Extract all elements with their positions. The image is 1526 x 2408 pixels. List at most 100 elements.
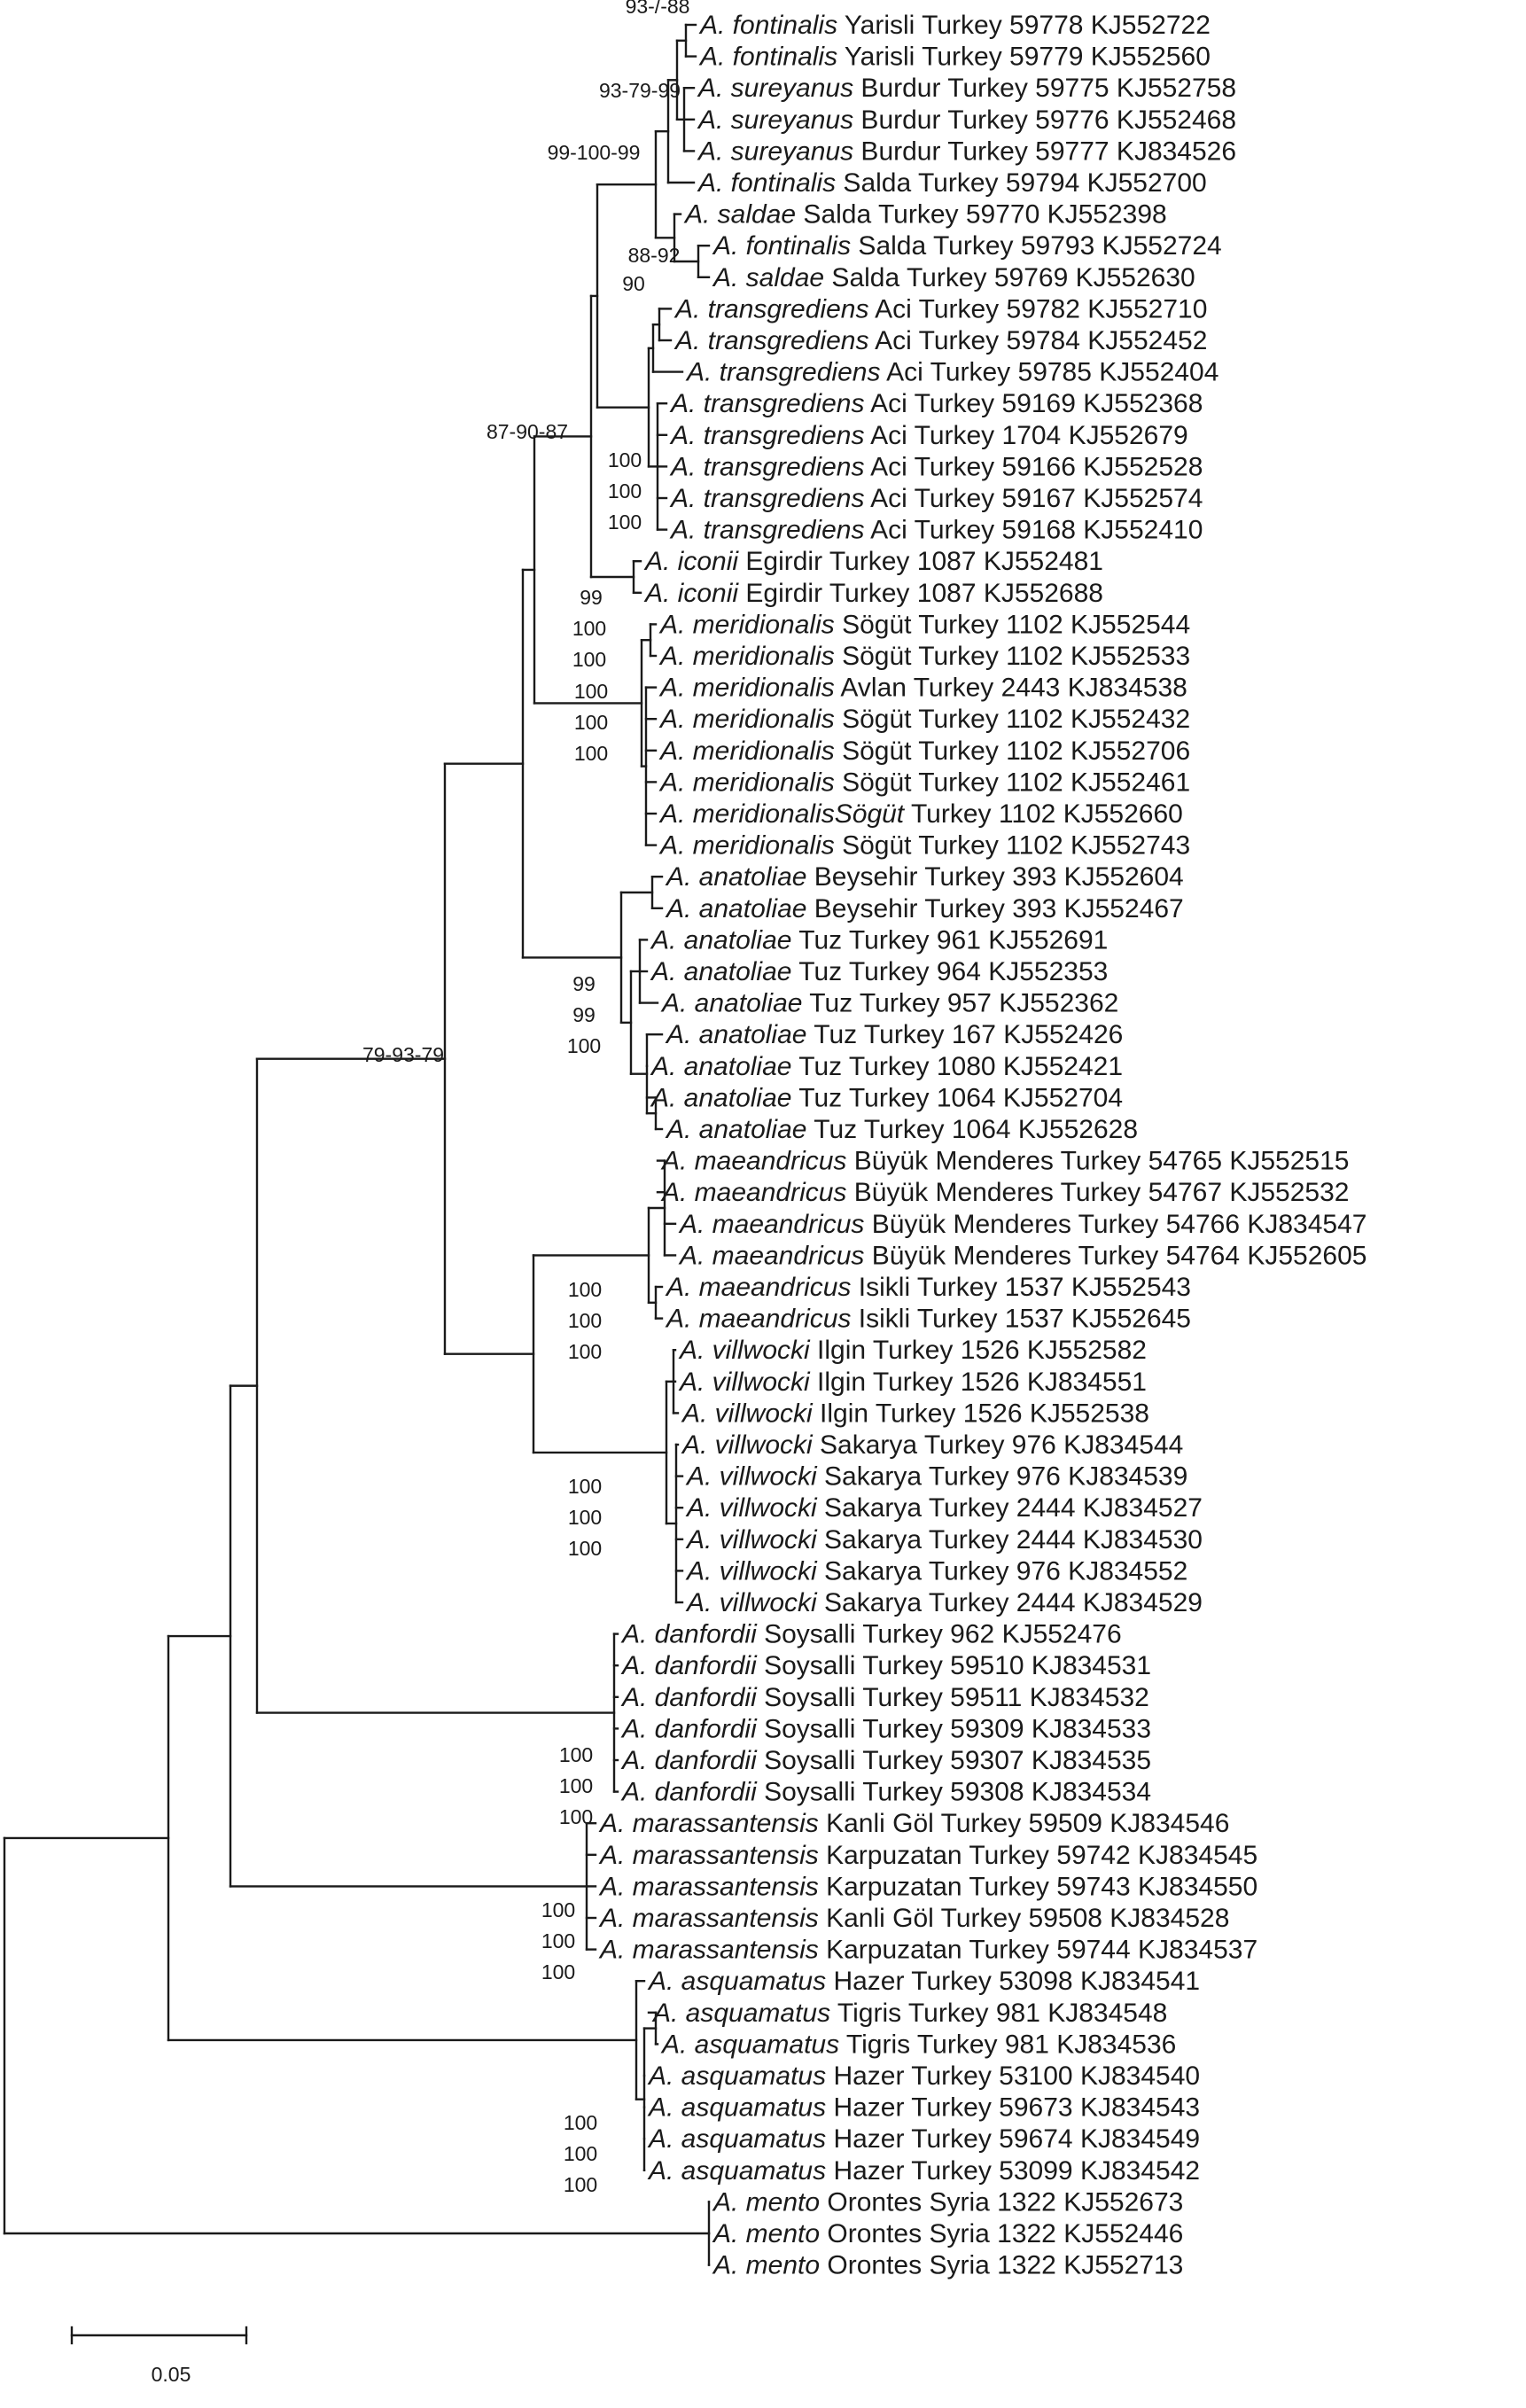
support-value: 79-93-79 bbox=[362, 1043, 444, 1066]
taxon-species: A. meridionalis bbox=[658, 674, 835, 703]
taxon-label: A. meridionalis Sögüt Turkey 1102 KJ5527… bbox=[658, 736, 1190, 766]
taxon-locality: Orontes Syria 1322 KJ552713 bbox=[820, 2251, 1183, 2280]
taxon-label: A. anatoliae Beysehir Turkey 393 KJ55260… bbox=[665, 862, 1184, 892]
taxon-label: A. marassantensis Kanli Göl Turkey 59509… bbox=[598, 1809, 1229, 1838]
taxon-locality: Sakarya Turkey 2444 KJ834527 bbox=[817, 1493, 1203, 1523]
taxon-locality: Tuz Turkey 1080 KJ552421 bbox=[791, 1052, 1123, 1081]
taxon-label: A. maeandricus Isikli Turkey 1537 KJ5525… bbox=[665, 1273, 1191, 1302]
scale-bar: 0.05 bbox=[70, 2326, 248, 2386]
taxon-label: A. asquamatus Tigris Turkey 981 KJ834548 bbox=[651, 1999, 1167, 2028]
taxon-label: A. danfordii Soysalli Turkey 962 KJ55247… bbox=[620, 1620, 1122, 1649]
taxon-species: A. danfordii bbox=[620, 1683, 758, 1712]
taxon-locality: Tuz Turkey 957 KJ552362 bbox=[802, 989, 1118, 1018]
taxon-locality: Soysalli Turkey 962 KJ552476 bbox=[757, 1620, 1122, 1649]
taxon-species: A. asquamatus bbox=[647, 1967, 826, 1996]
support-value: 100 bbox=[568, 1537, 602, 1560]
taxon-label: A. anatoliae Tuz Turkey 1080 KJ552421 bbox=[650, 1052, 1123, 1081]
support-value: 100 bbox=[568, 1506, 602, 1529]
taxon-label: A. villwocki Ilgin Turkey 1526 KJ834551 bbox=[678, 1368, 1147, 1397]
taxon-locality: Karpuzatan Turkey 59744 KJ834537 bbox=[819, 1936, 1257, 1965]
support-value: 100 bbox=[564, 2142, 597, 2165]
support-value: 100 bbox=[572, 648, 606, 671]
taxon-species: A. iconii bbox=[643, 547, 739, 576]
taxon-label: A. transgrediens Aci Turkey 59169 KJ5523… bbox=[669, 389, 1203, 418]
taxon-species: A. transgrediens bbox=[669, 452, 864, 481]
taxon-locality: Büyük Menderes Turkey 54764 KJ552605 bbox=[864, 1241, 1366, 1270]
taxon-locality: Isikli Turkey 1537 KJ552543 bbox=[851, 1273, 1191, 1302]
taxon-locality: Tuz Turkey 961 KJ552691 bbox=[791, 925, 1108, 955]
tree-branches bbox=[3, 23, 711, 2266]
taxon-species: A. marassantensis bbox=[598, 1872, 819, 1901]
taxon-locality: Büyük Menderes Turkey 54766 KJ834547 bbox=[864, 1210, 1366, 1239]
support-value: 100 bbox=[568, 1309, 602, 1332]
taxon-label: A. mento Orontes Syria 1322 KJ552713 bbox=[712, 2251, 1183, 2280]
taxon-label: A. meridionalisSögüt Turkey 1102 KJ55266… bbox=[658, 799, 1183, 829]
support-value: 88-92 bbox=[628, 244, 681, 267]
support-value: 100 bbox=[541, 1898, 575, 1921]
taxon-locality: Tuz Turkey 1064 KJ552704 bbox=[791, 1083, 1123, 1112]
taxon-species: A. asquamatus bbox=[651, 1999, 830, 2028]
taxon-species: A. anatoliae bbox=[650, 957, 791, 986]
taxon-locality: Soysalli Turkey 59307 KJ834535 bbox=[757, 1746, 1151, 1775]
taxon-locality: Soysalli Turkey 59510 KJ834531 bbox=[757, 1651, 1151, 1680]
taxon-label: A. anatoliae Tuz Turkey 1064 KJ552704 bbox=[650, 1083, 1123, 1112]
support-value: 100 bbox=[568, 1475, 602, 1498]
taxon-label: A. transgrediens Aci Turkey 59168 KJ5524… bbox=[669, 516, 1203, 545]
taxon-locality: Hazer Turkey 53100 KJ834540 bbox=[826, 2061, 1200, 2091]
taxon-species: A. meridionalis bbox=[658, 736, 835, 766]
taxon-label: A. sureyanus Burdur Turkey 59776 KJ55246… bbox=[697, 105, 1236, 135]
taxon-species: A. marassantensis bbox=[598, 1841, 819, 1870]
support-value: 87-90-87 bbox=[487, 420, 568, 443]
support-value: 100 bbox=[541, 1929, 575, 1952]
taxon-species: A. transgrediens bbox=[669, 389, 864, 418]
taxon-label: A. transgrediens Aci Turkey 59785 KJ5524… bbox=[685, 358, 1218, 387]
taxon-label: A. fontinalis Salda Turkey 59794 KJ55270… bbox=[697, 168, 1207, 198]
taxon-label: A. danfordii Soysalli Turkey 59308 KJ834… bbox=[620, 1778, 1151, 1807]
taxon-species: A. transgrediens bbox=[669, 484, 864, 513]
taxon-label: A. danfordii Soysalli Turkey 59510 KJ834… bbox=[620, 1651, 1151, 1680]
support-value: 100 bbox=[572, 617, 606, 640]
taxon-label: A. fontinalis Salda Turkey 59793 KJ55272… bbox=[712, 231, 1222, 261]
taxon-label: A. asquamatus Hazer Turkey 59673 KJ83454… bbox=[647, 2093, 1200, 2123]
taxon-locality: Yarisli Turkey 59778 KJ552722 bbox=[837, 11, 1211, 40]
taxon-species: A. anatoliae bbox=[650, 925, 791, 955]
taxon-species: A. anatoliae bbox=[650, 1052, 791, 1081]
taxon-locality: Egirdir Turkey 1087 KJ552688 bbox=[738, 579, 1103, 608]
taxon-label: A. maeandricus Büyük Menderes Turkey 547… bbox=[678, 1210, 1366, 1239]
taxon-label: A. villwocki Sakarya Turkey 976 KJ834539 bbox=[685, 1462, 1187, 1492]
taxon-locality: Burdur Turkey 59776 KJ552468 bbox=[853, 105, 1236, 135]
taxon-label: A. marassantensis Kanli Göl Turkey 59508… bbox=[598, 1904, 1229, 1933]
taxon-label: A. sureyanus Burdur Turkey 59775 KJ55275… bbox=[697, 74, 1236, 103]
taxon-species: A. meridionalis bbox=[658, 610, 835, 639]
taxon-locality: Turkey 1102 KJ552660 bbox=[904, 799, 1183, 829]
taxon-species: A. asquamatus bbox=[647, 2156, 826, 2186]
taxon-label: A. maeandricus Isikli Turkey 1537 KJ5526… bbox=[665, 1305, 1191, 1334]
taxon-locality: Sögüt Turkey 1102 KJ552706 bbox=[835, 736, 1190, 766]
taxon-species: A. anatoliae bbox=[665, 862, 806, 892]
taxon-species: A. fontinalis bbox=[697, 168, 836, 198]
taxon-label: A. saldae Salda Turkey 59769 KJ552630 bbox=[712, 263, 1195, 292]
support-value: 100 bbox=[567, 1034, 601, 1057]
support-value: 100 bbox=[568, 1340, 602, 1363]
taxon-species: A. meridionalis bbox=[658, 768, 835, 797]
taxon-label: A. transgrediens Aci Turkey 59782 KJ5527… bbox=[673, 294, 1207, 323]
taxon-locality: Sögüt Turkey 1102 KJ552533 bbox=[835, 642, 1190, 671]
taxon-species: A. anatoliae bbox=[660, 989, 802, 1018]
taxon-locality: Kanli Göl Turkey 59508 KJ834528 bbox=[819, 1904, 1230, 1933]
taxon-locality: Büyük Menderes Turkey 54765 KJ552515 bbox=[846, 1147, 1349, 1176]
support-value: 99-100-99 bbox=[548, 141, 641, 164]
taxon-species: A. villwocki bbox=[681, 1430, 814, 1460]
taxon-locality: Aci Turkey 59168 KJ552410 bbox=[864, 516, 1203, 545]
support-value: 100 bbox=[559, 1743, 593, 1766]
taxon-species: A. villwocki bbox=[685, 1556, 818, 1586]
taxon-label: A. sureyanus Burdur Turkey 59777 KJ83452… bbox=[697, 136, 1236, 166]
support-value: 100 bbox=[574, 711, 608, 734]
taxon-species: A. meridionalis bbox=[658, 705, 835, 734]
taxon-locality: Ilgin Turkey 1526 KJ834551 bbox=[810, 1368, 1147, 1397]
taxon-label: A. transgrediens Aci Turkey 59166 KJ5525… bbox=[669, 452, 1203, 481]
taxon-species: A. danfordii bbox=[620, 1620, 758, 1649]
support-value: 100 bbox=[564, 2173, 597, 2196]
taxon-label: A. mento Orontes Syria 1322 KJ552446 bbox=[712, 2219, 1183, 2248]
taxon-locality: Tuz Turkey 1064 KJ552628 bbox=[806, 1115, 1138, 1144]
taxon-label: A. villwocki Sakarya Turkey 976 KJ834544 bbox=[681, 1430, 1183, 1460]
